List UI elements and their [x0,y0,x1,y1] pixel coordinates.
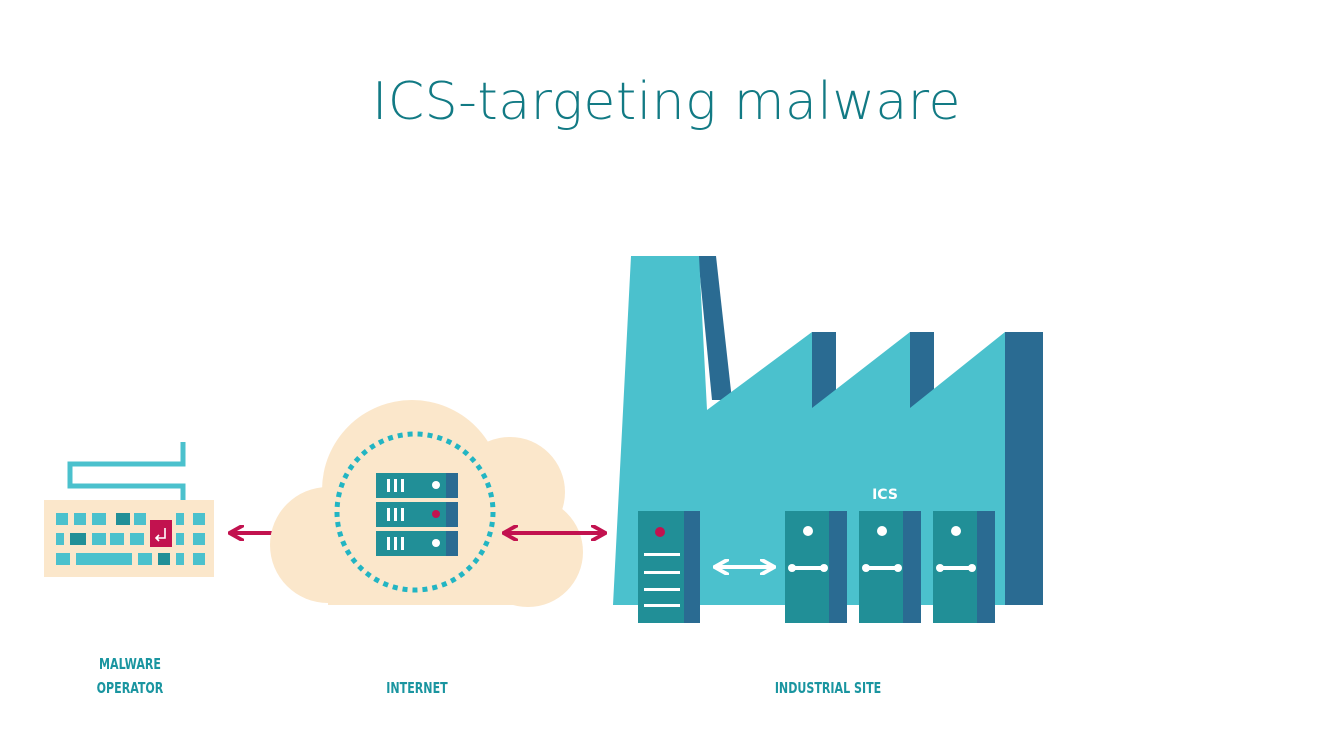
label-malware-operator: MALWARE OPERATOR [73,652,188,700]
label-internet: INTERNET [386,679,448,697]
label-malware-operator-line2: OPERATOR [96,679,164,697]
diagram-title: ICS-targeting malware [372,72,961,132]
ics-label: ICS [872,487,898,503]
server-stack-icon [376,473,458,556]
enter-key-icon [150,520,172,547]
label-malware-operator-line1: MALWARE [99,655,161,673]
label-industrial-site: INDUSTRIAL SITE [774,679,882,697]
plc-icon [638,511,700,623]
ics-controller-icon [785,511,995,623]
keyboard-icon [44,442,214,577]
